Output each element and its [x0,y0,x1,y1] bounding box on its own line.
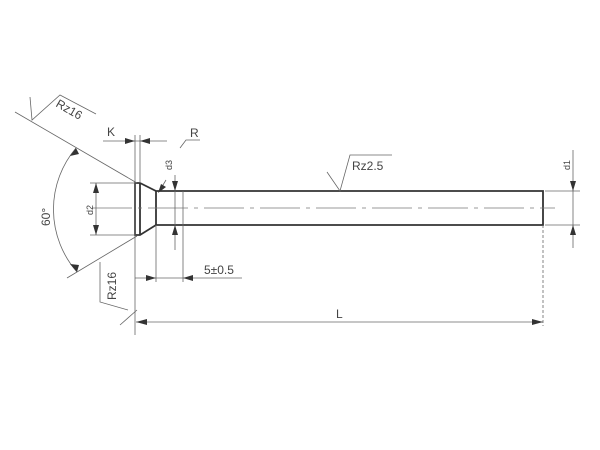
roughness-symbol-head-top: Rz16 [14,94,138,184]
roughness-symbol-head-bottom: Rz16 [99,262,138,326]
part-outline [134,182,544,236]
d3-dimension: d3 [158,160,178,250]
rz16-bottom-label: Rz16 [105,272,119,300]
length-5-dimension: 5±0.5 [135,225,242,282]
d1-label: d1 [562,160,572,170]
k-label: K [107,125,115,139]
r-annotation: R [179,126,200,149]
length-l-label: L [336,307,343,321]
rz25-label: Rz2.5 [352,159,384,173]
total-length-dimension: L [136,225,544,326]
length-5-label: 5±0.5 [204,263,234,277]
d2-dimension: d2 [85,182,135,236]
angle-dimension: 60° [39,147,79,273]
d2-label: d2 [85,205,95,215]
d3-label: d3 [164,160,174,170]
d1-dimension: d1 [545,150,580,248]
k-dimension: K [103,125,167,335]
rz16-top-label: Rz16 [54,96,86,122]
angle-label: 60° [39,208,53,226]
r-label: R [190,126,199,140]
roughness-symbol-shaft: Rz2.5 [326,154,392,192]
